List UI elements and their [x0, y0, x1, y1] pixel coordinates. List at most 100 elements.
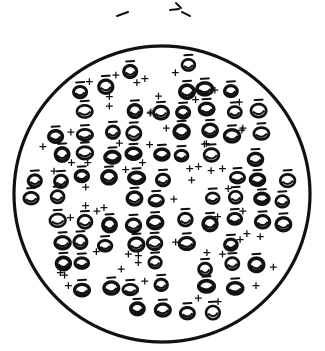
- minus-sign: [184, 55, 192, 56]
- plus-sign: +: [171, 236, 180, 249]
- minus-sign: [259, 211, 267, 212]
- particle-shading: [230, 112, 239, 115]
- particle-shading: [230, 288, 241, 291]
- minus-sign: [81, 142, 89, 143]
- plus-sign: +: [138, 156, 147, 169]
- particle-shading: [256, 134, 267, 137]
- particle-shading: [227, 245, 235, 248]
- particle-shading: [52, 220, 64, 223]
- plus-sign: +: [140, 72, 149, 85]
- negative-particle: [103, 214, 116, 232]
- plus-sign: +: [251, 279, 260, 292]
- plus-sign: +: [81, 181, 90, 194]
- plus-sign: +: [92, 204, 101, 217]
- negative-particle: [131, 299, 144, 315]
- particle-shading: [109, 132, 118, 135]
- particle-shading: [76, 242, 85, 246]
- particle-shading: [253, 180, 263, 183]
- negative-particle: [206, 188, 219, 203]
- particle-shading: [157, 155, 167, 158]
- minus-sign: [107, 277, 115, 278]
- particle-shading: [151, 201, 161, 204]
- plus-sign: +: [185, 162, 194, 175]
- particle-shading: [176, 132, 187, 136]
- plus-sign: +: [202, 246, 211, 259]
- particle-shading: [179, 113, 188, 116]
- particle-shading: [258, 222, 268, 225]
- minus-sign: [59, 232, 67, 233]
- particle-shading: [184, 65, 193, 68]
- particle-shading: [182, 313, 192, 316]
- plus-sign: +: [49, 164, 58, 177]
- stray-mark: [117, 12, 128, 16]
- minus-sign: [58, 143, 66, 144]
- minus-sign: [133, 299, 141, 300]
- negative-particle: [104, 277, 119, 294]
- particle-shading: [133, 309, 142, 312]
- particle-shading: [77, 290, 88, 293]
- negative-particle: [49, 126, 63, 142]
- minus-sign: [159, 300, 167, 301]
- minus-sign: [151, 233, 159, 234]
- top-stray-marks: [117, 3, 190, 16]
- minus-sign: [130, 144, 138, 145]
- minus-sign: [183, 303, 191, 304]
- particle-shading: [79, 135, 90, 138]
- plus-sign: +: [38, 140, 47, 153]
- minus-sign: [178, 146, 186, 147]
- negative-particle: [105, 147, 120, 163]
- minus-sign: [209, 188, 217, 189]
- plus-sign: +: [256, 230, 265, 243]
- plus-sign: +: [124, 247, 133, 260]
- minus-sign: [78, 280, 86, 281]
- minus-sign: [227, 81, 235, 82]
- particle-shading: [227, 91, 236, 94]
- negative-particle: [155, 145, 169, 160]
- negative-particle: [182, 55, 195, 71]
- particle-shading: [129, 199, 139, 202]
- particle-shading: [126, 72, 135, 75]
- minus-sign: [201, 78, 209, 79]
- particle-shading: [151, 263, 159, 266]
- minus-sign: [132, 234, 140, 235]
- plus-sign: +: [67, 156, 76, 169]
- plus-sign: +: [194, 160, 203, 173]
- minus-sign: [101, 236, 109, 237]
- minus-sign: [126, 280, 134, 281]
- plus-sign: +: [56, 266, 65, 279]
- plus-sign: +: [200, 138, 209, 151]
- minus-sign: [257, 123, 265, 124]
- particle-shading: [131, 178, 142, 181]
- negative-particle: [55, 232, 70, 249]
- negative-particle: [77, 101, 92, 118]
- minus-sign: [203, 99, 211, 100]
- particle-shading: [228, 264, 237, 267]
- negative-particle: [75, 253, 88, 268]
- plus-sign: +: [242, 227, 251, 240]
- particle-shading: [129, 225, 139, 228]
- negative-particle: [180, 303, 194, 319]
- particle-shading: [201, 269, 210, 272]
- particle-shading: [253, 111, 264, 115]
- negative-particle: [74, 231, 87, 248]
- minus-sign: [183, 233, 191, 234]
- negative-particle: [230, 168, 244, 183]
- particle-shading: [150, 223, 161, 226]
- plus-sign: +: [85, 75, 94, 88]
- minus-sign: [130, 215, 138, 216]
- minus-sign: [81, 101, 89, 102]
- minus-sign: [252, 149, 260, 150]
- minus-sign: [183, 81, 191, 82]
- negative-particle: [248, 149, 262, 166]
- minus-sign: [203, 276, 211, 277]
- particle-shading: [107, 157, 118, 160]
- plus-sign: +: [105, 90, 114, 103]
- plus-sign: +: [83, 156, 92, 169]
- particle-shading: [77, 263, 86, 266]
- particle-shading: [232, 178, 242, 181]
- negative-particle: [251, 170, 265, 185]
- plus-sign: +: [218, 162, 227, 175]
- negative-particle: [256, 211, 270, 228]
- negative-particle: [228, 278, 243, 294]
- plus-sign: +: [121, 163, 130, 176]
